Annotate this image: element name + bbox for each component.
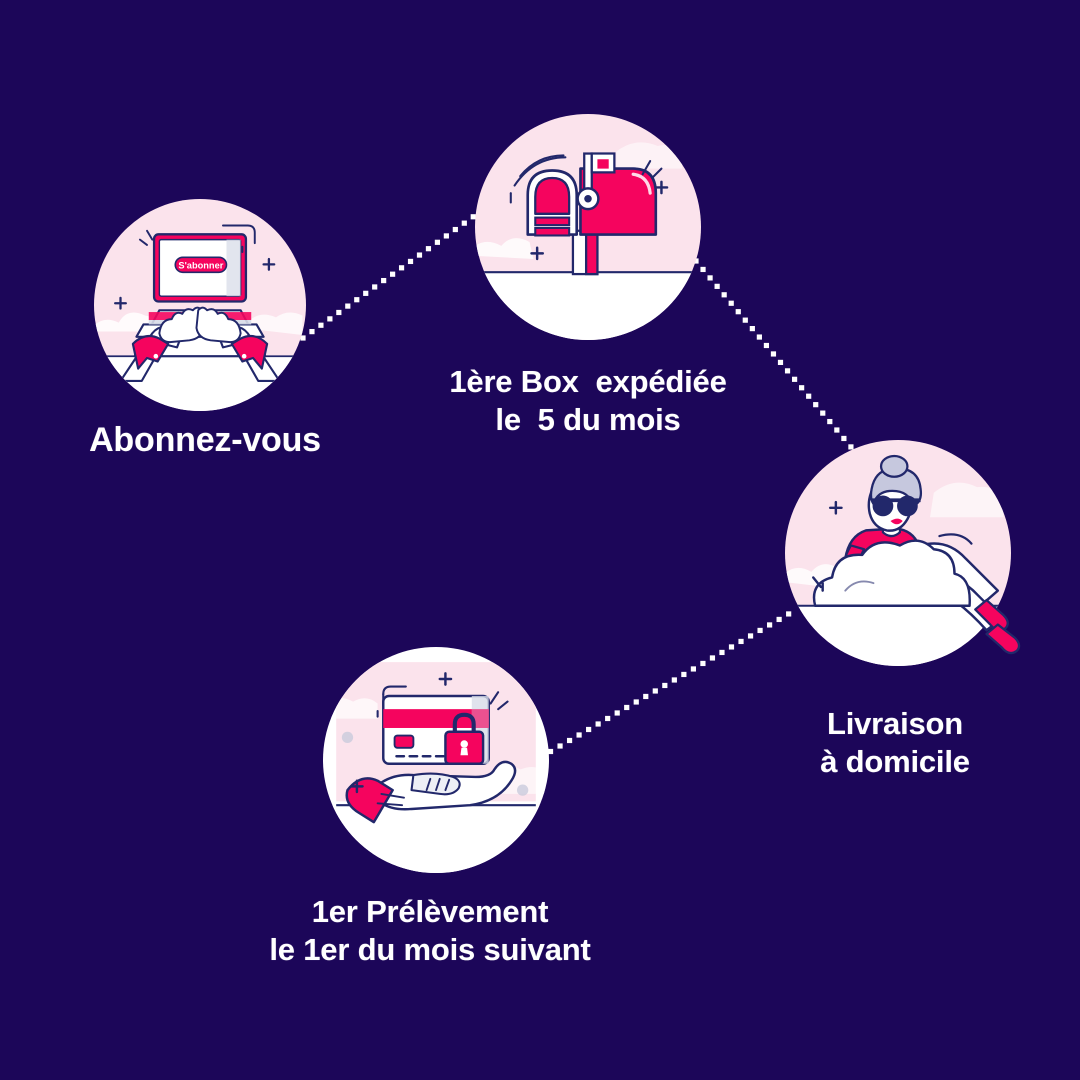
delivery-illustration — [785, 440, 1021, 666]
caption-line: le 5 du mois — [495, 401, 681, 437]
laptop-subscribe-icon: S'abonner — [94, 199, 306, 411]
caption-subscribe: Abonnez-vous — [40, 420, 370, 461]
connector-payment-to-delivery — [538, 611, 792, 760]
mailbox-illustration — [475, 114, 701, 340]
caption-line: 1ère Box expédiée — [449, 364, 727, 399]
connector-mailbox-to-delivery — [693, 258, 854, 450]
laptop-screen-button-label: S'abonner — [178, 260, 223, 270]
caption-line: Livraison — [826, 706, 964, 741]
caption-line: à domicile — [820, 743, 970, 779]
caption-line: le 1er du mois suivant — [269, 931, 591, 967]
payment-illustration — [323, 647, 549, 873]
subscribe-illustration: S'abonner — [94, 199, 306, 411]
caption-line: Abonnez-vous — [89, 421, 321, 459]
hand-credit-card-icon — [323, 647, 549, 873]
connector-subscribe-to-mailbox — [300, 207, 485, 341]
woman-on-cloud-icon — [785, 440, 1021, 666]
caption-line: 1er Prélèvement — [311, 894, 549, 929]
mailbox-icon — [475, 114, 701, 340]
